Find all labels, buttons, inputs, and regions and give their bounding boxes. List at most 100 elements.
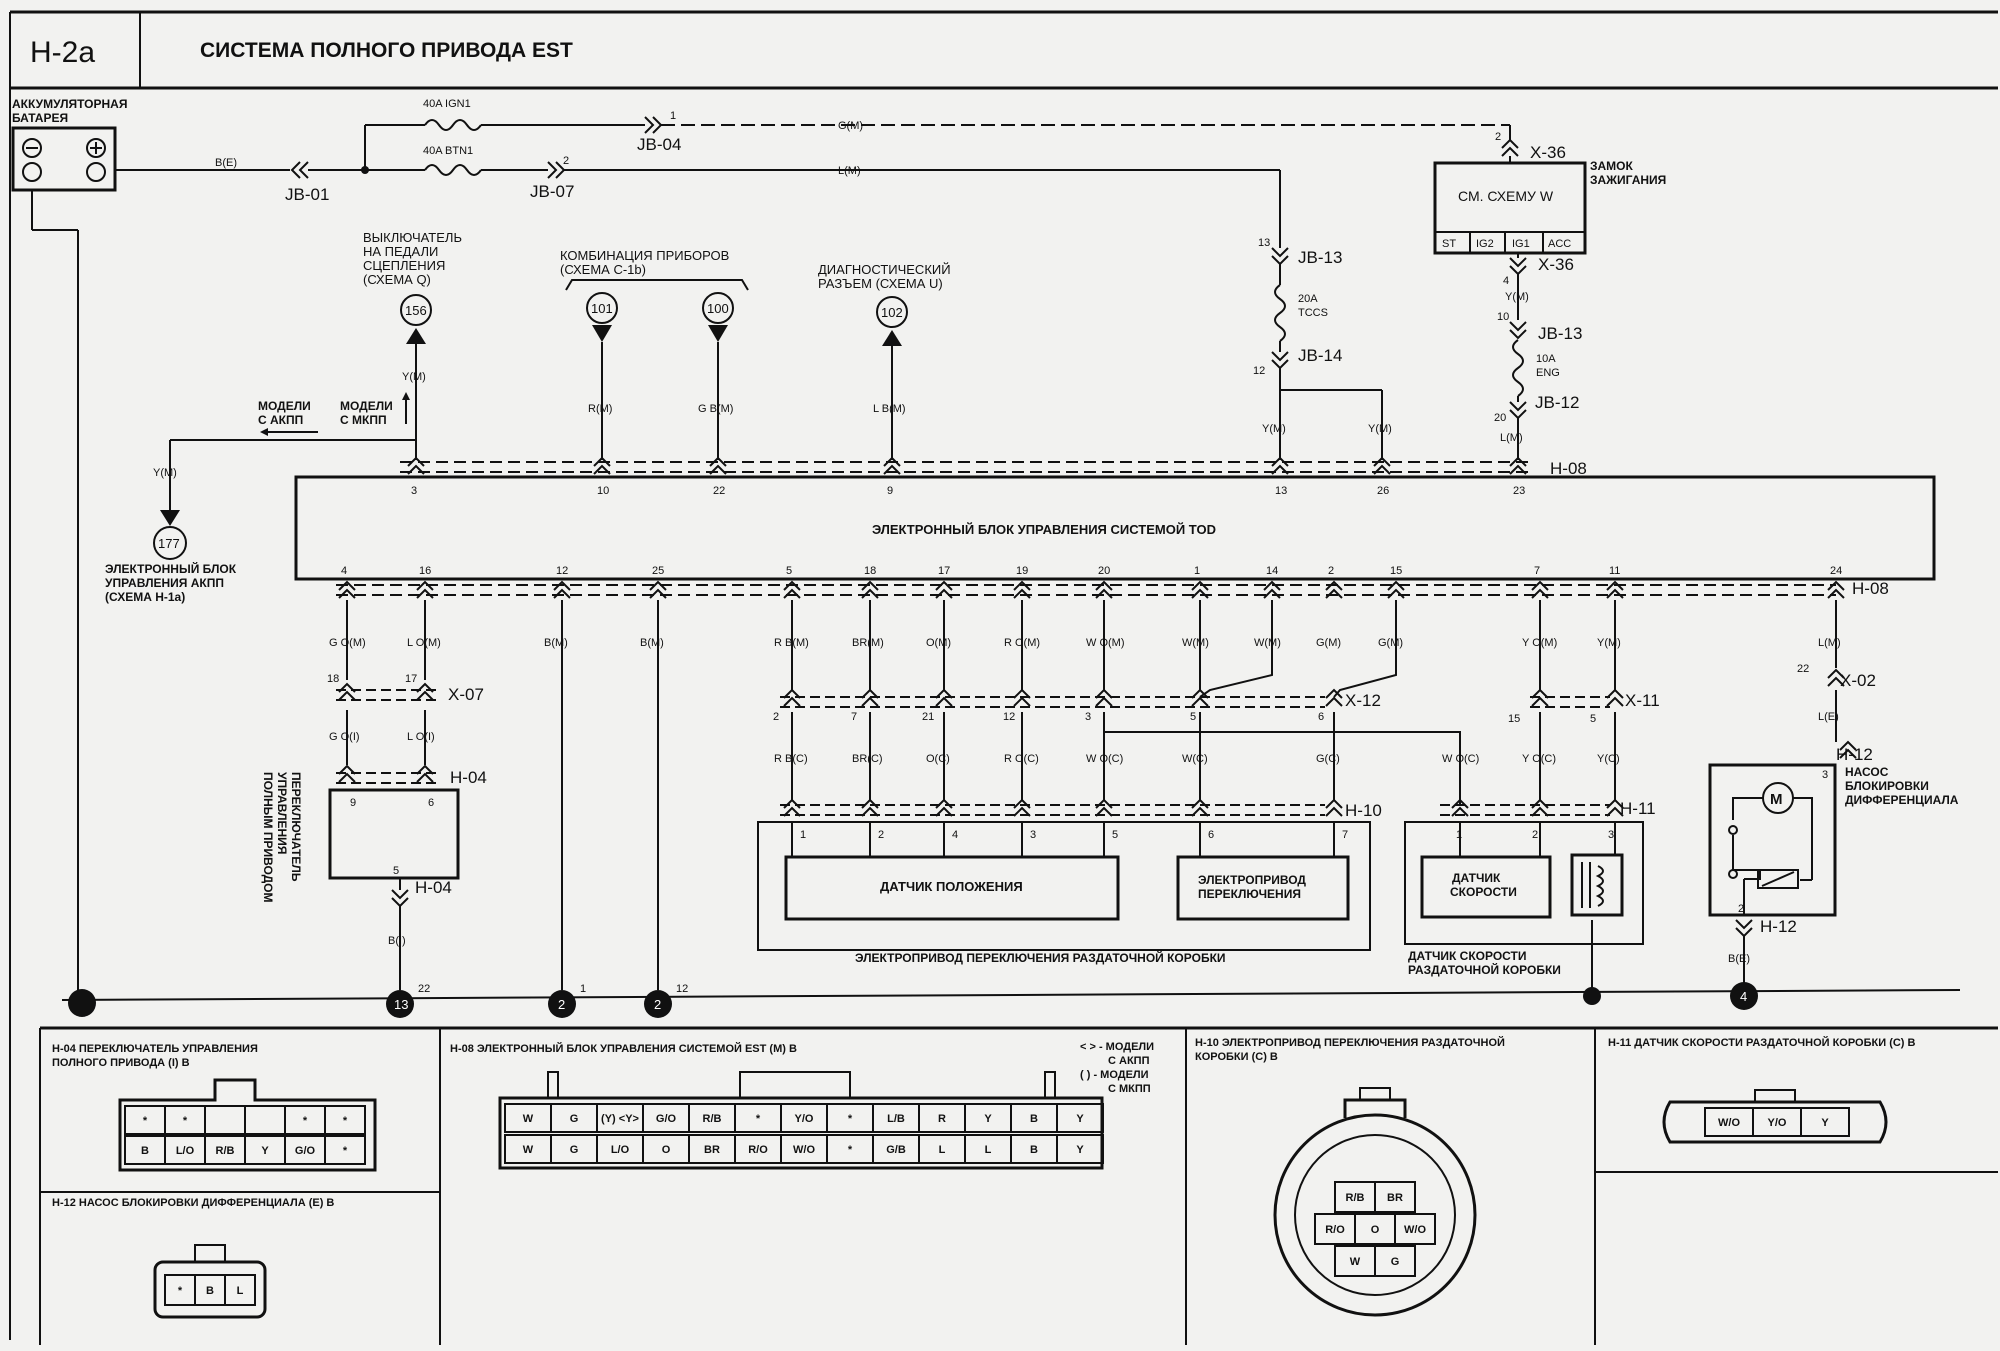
conn-h04-cell-label: *	[183, 1115, 188, 1127]
conn-h08-cell-label: W	[523, 1113, 534, 1125]
conn-h10-cell-label: W/O	[1404, 1224, 1426, 1236]
shift-motor-box	[1176, 855, 1350, 921]
conn-h04-cell	[324, 1105, 366, 1135]
clutch-label-4: (СХЕМА Q)	[363, 272, 431, 287]
conn-h08-cell-label: L	[939, 1144, 946, 1156]
mid-wire-label: BR(C)	[852, 753, 883, 765]
conn-h11-cell-label: Y	[1821, 1117, 1829, 1129]
conn-h10-cell-label: BR	[1387, 1192, 1403, 1204]
ground-battery	[68, 989, 96, 1017]
ignition-pin-row: ST IG2 IG1 ACC	[1434, 231, 1586, 254]
speed-assy-label-2: РАЗДАТОЧНОЙ КОРОБКИ	[1408, 962, 1561, 977]
jb01-label: JB-01	[285, 185, 329, 204]
conn-h08-cell-label: W	[523, 1144, 534, 1156]
fuse-ign1	[424, 119, 482, 131]
conn-h08-cell-label: Y	[1076, 1113, 1084, 1125]
ecu-bottom-pin-connector	[1013, 580, 1031, 599]
models-at-1: МОДЕЛИ	[258, 399, 311, 413]
h10-pin-connector	[1451, 798, 1469, 817]
ecu-bottom-pin-connector	[338, 580, 356, 599]
h08-ign-label: H-08	[1550, 459, 1587, 478]
x11-pin-15: 15	[1508, 713, 1520, 725]
x11-label: X-11	[1625, 691, 1660, 710]
battery-box	[11, 126, 117, 192]
wire-segment	[1103, 712, 1461, 805]
jb13-top-label: JB-13	[1298, 248, 1342, 267]
x36-bottom-pin: 4	[1503, 275, 1509, 287]
ignition-box-text: СМ. СХЕМУ W	[1458, 188, 1554, 204]
ignition-pin-st: ST	[1442, 238, 1456, 250]
ecu-top-pin-connector	[883, 456, 901, 475]
x12-pin-number: 21	[922, 711, 934, 723]
ground-13-num: 13	[394, 997, 408, 1012]
diagram-code: H-2a	[30, 36, 95, 69]
ecu-bottom-wire-label: W O(M)	[1086, 637, 1124, 649]
ecu-bottom-pin-number: 16	[419, 565, 431, 577]
jb04-label: JB-04	[637, 135, 681, 154]
fuse-eng	[1512, 339, 1524, 397]
ecu-bottom-wire-label: O(M)	[926, 637, 951, 649]
jb13-ign-label: JB-13	[1538, 324, 1582, 343]
wire-segment	[1199, 600, 1273, 698]
arrow-up-102	[882, 330, 902, 346]
conn-h10-housing-outer	[1273, 1113, 1477, 1317]
h10-pin-number: 1	[800, 829, 806, 841]
ecu-bottom-wire-label: W(M)	[1254, 637, 1281, 649]
wire-b-e-label: B(E)	[1728, 953, 1750, 965]
h04-pin-6: 6	[428, 797, 434, 809]
ecu-bottom-pin-number: 5	[786, 565, 792, 577]
conn-h10-cell-label: R/O	[1325, 1224, 1345, 1236]
conn-h12-title: H-12 НАСОС БЛОКИРОВКИ ДИФФЕРЕНЦИАЛА (E) …	[52, 1197, 334, 1209]
conn-h04-cell-label: *	[143, 1115, 148, 1127]
x12-pin-connector	[1325, 688, 1343, 707]
ecu-bottom-wire-label: BR(M)	[852, 637, 884, 649]
transfer-motor-label: ЭЛЕКТРОПРИВОД ПЕРЕКЛЮЧЕНИЯ РАЗДАТОЧНОЙ К…	[855, 950, 1226, 965]
conn-h12-cell-label: L	[237, 1285, 244, 1297]
models-mt-1: МОДЕЛИ	[340, 399, 393, 413]
diag-label-2: РАЗЪЕМ (СХЕМА U)	[818, 276, 943, 291]
ecu-top-pin-number: 3	[411, 485, 417, 497]
ref-num-101: 101	[591, 301, 613, 316]
ground-bus	[61, 989, 1961, 1001]
h12-top-connector	[1839, 740, 1857, 759]
ignition-pin-ig2: IG2	[1476, 238, 1494, 250]
ecu-bottom-pin-connector	[1387, 580, 1405, 599]
conn-h08-cell-label: L	[985, 1144, 992, 1156]
conn-h08-cell-label: Y	[984, 1113, 992, 1125]
cluster-wire-1: R(M)	[588, 403, 612, 415]
fuse-btn1	[424, 164, 482, 176]
ref-circle-100	[702, 292, 734, 324]
jb14-label: JB-14	[1298, 346, 1342, 365]
coil-icon	[1581, 862, 1604, 908]
ecu-bottom-pin-connector	[1325, 580, 1343, 599]
conn-h08-cell-label: R/B	[703, 1113, 722, 1125]
fuse-eng-label-2: ENG	[1536, 367, 1560, 379]
ecu-bottom-pin-number: 12	[556, 565, 568, 577]
arrow-up-156	[406, 328, 426, 344]
fuse-btn1-label: 40A BTN1	[423, 145, 473, 157]
4wd-switch-vertical-label: ПЕРЕКЛЮЧАТЕЛЬ УПРАВЛЕНИЯ ПОЛНЫМ ПРИВОДОМ	[261, 772, 303, 903]
ref-circle-177	[153, 526, 187, 560]
fuse-tccs-label-1: 20A	[1298, 293, 1318, 305]
fuse-ign1-label: 40A IGN1	[423, 98, 471, 110]
clutch-label-1: ВЫКЛЮЧАТЕЛЬ	[363, 230, 462, 245]
fuse-eng-label-1: 10A	[1536, 353, 1556, 365]
mid-wire-label: W O(C)	[1442, 753, 1479, 765]
mid-wire-label: L O(I)	[407, 731, 435, 743]
h04-bottom-pin: 5	[393, 865, 399, 877]
mid-wire-label: L(E)	[1818, 711, 1839, 723]
h10-pin-number: 2	[878, 829, 884, 841]
conn-h11-title: H-11 ДАТЧИК СКОРОСТИ РАЗДАТОЧНОЙ КОРОБКИ…	[1608, 1036, 1916, 1049]
conn-h10-title-1: H-10 ЭЛЕКТРОПРИВОД ПЕРЕКЛЮЧЕНИЯ РАЗДАТОЧ…	[1195, 1036, 1505, 1049]
h10-label: H-10	[1345, 801, 1382, 820]
x11-pin-connector	[1606, 688, 1624, 707]
x12-pin-connector	[783, 688, 801, 707]
battery-minus-terminal	[22, 138, 42, 158]
clutch-switch-ref: ВЫКЛЮЧАТЕЛЬ НА ПЕДАЛИ СЦЕПЛЕНИЯ (СХЕМА Q…	[363, 230, 462, 460]
conn-h08-cell-label: *	[848, 1144, 853, 1156]
arrow-down-100	[708, 325, 728, 342]
pump-box	[1708, 763, 1837, 917]
ecu-at-label-2: УПРАВЛЕНИЯ АКПП	[105, 576, 224, 590]
